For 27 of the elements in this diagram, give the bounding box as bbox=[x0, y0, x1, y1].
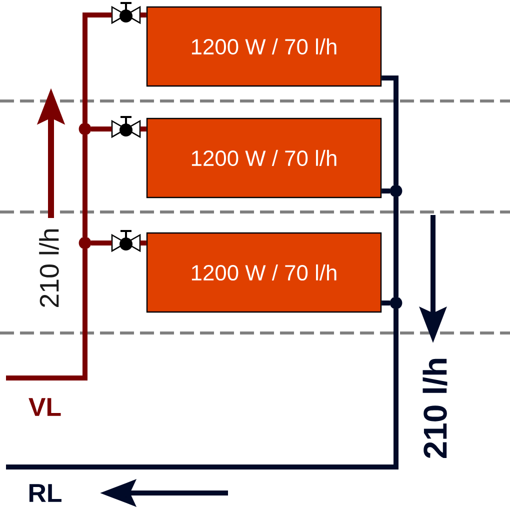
valve-icon bbox=[111, 116, 141, 138]
pipe bbox=[382, 188, 390, 194]
junction-dot bbox=[390, 184, 402, 198]
pipe bbox=[140, 126, 146, 132]
radiator-box: 1200 W / 70 l/h bbox=[146, 232, 382, 313]
pipe bbox=[82, 135, 88, 237]
pipe bbox=[140, 12, 146, 18]
junction-dot bbox=[78, 236, 92, 250]
pipe bbox=[6, 309, 398, 470]
pipe bbox=[91, 240, 112, 246]
pipe bbox=[82, 12, 112, 123]
pipe bbox=[91, 126, 112, 132]
radiator-box: 1200 W / 70 l/h bbox=[146, 118, 382, 198]
valve-icon bbox=[111, 230, 141, 252]
pipe bbox=[394, 197, 398, 297]
pipe-label: VL bbox=[28, 398, 61, 416]
valve-icon bbox=[111, 2, 141, 24]
pipe bbox=[6, 249, 88, 380]
junction-dot bbox=[78, 122, 92, 136]
flow-label: 210 l/h bbox=[39, 229, 59, 308]
radiator-box: 1200 W / 70 l/h bbox=[146, 6, 382, 87]
pipe bbox=[382, 76, 398, 185]
junction-dot bbox=[390, 296, 402, 310]
pipe-label: RL bbox=[29, 484, 62, 502]
pipe bbox=[140, 240, 146, 246]
flow-label: 210 l/h bbox=[422, 358, 448, 458]
pipe bbox=[382, 300, 390, 306]
